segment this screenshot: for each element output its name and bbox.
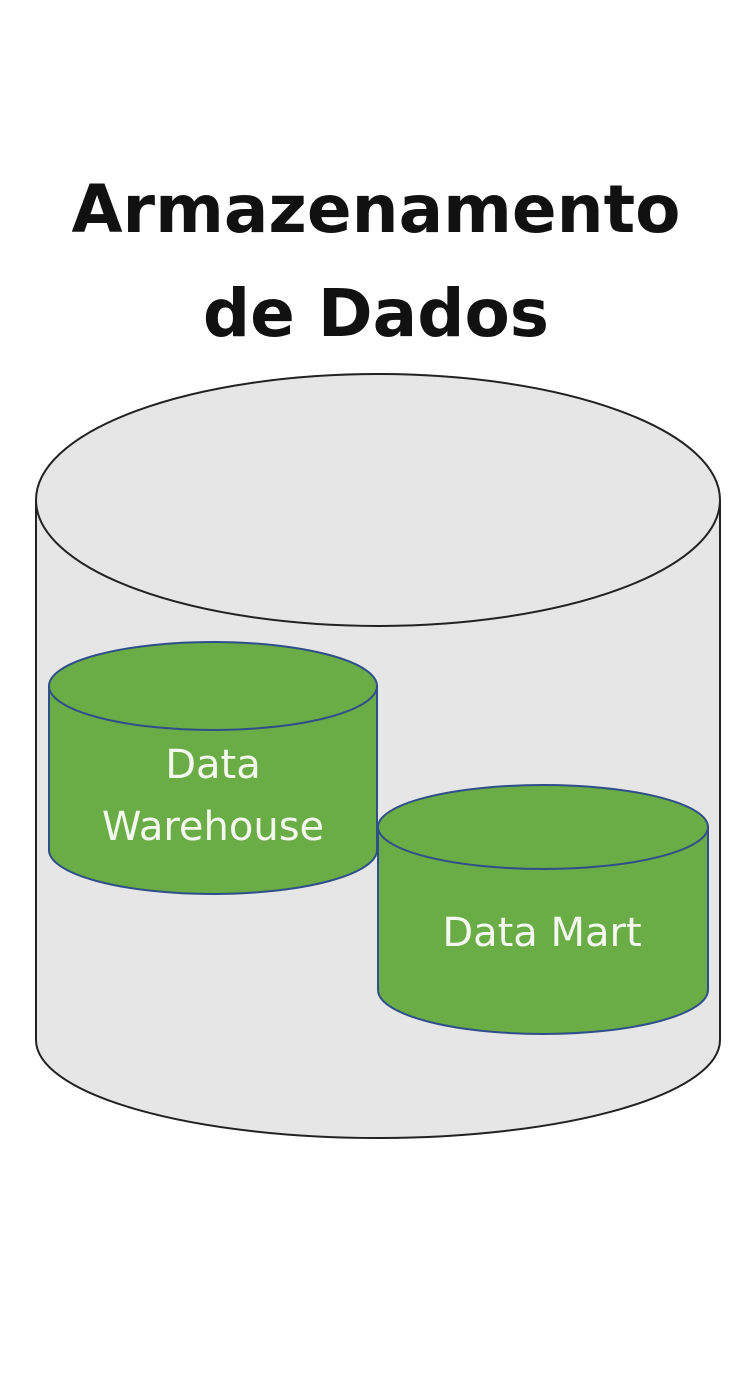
data-mart-body [377, 826, 709, 1035]
data-warehouse-top [48, 641, 378, 731]
data-mart-cylinder: Data Mart [377, 784, 709, 1035]
outer-cylinder-top [35, 373, 721, 627]
data-mart-top [377, 784, 709, 870]
data-warehouse-body [48, 685, 378, 895]
title-line-1: Armazenamento [71, 171, 681, 248]
data-warehouse-cylinder: Data Warehouse [48, 641, 378, 895]
title-line-2: de Dados [202, 275, 550, 352]
data-mart-label: Data Mart [442, 910, 641, 956]
page-title: Armazenamento de Dados [0, 158, 752, 366]
data-warehouse-label-line-2: Warehouse [102, 804, 324, 850]
data-warehouse-label-line-1: Data [165, 742, 261, 788]
